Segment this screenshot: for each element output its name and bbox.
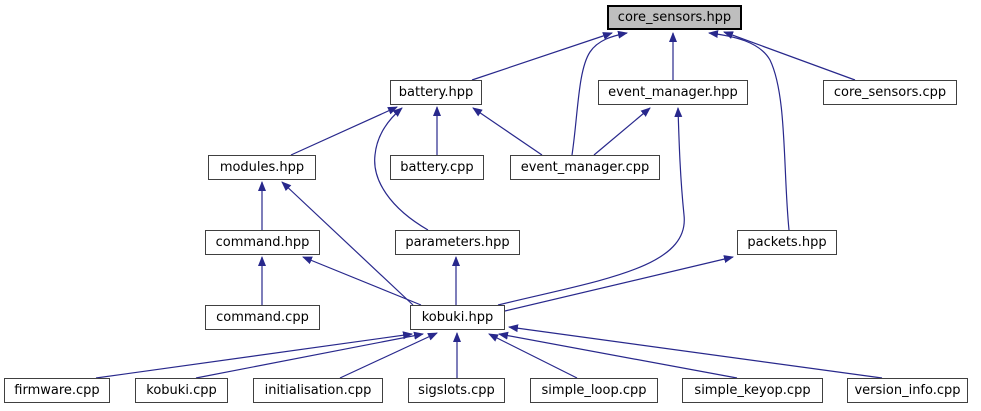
node-modules-hpp[interactable]: modules.hpp — [208, 155, 316, 180]
edge-packets-hpp-to-core-sensors-hpp — [708, 30, 790, 231]
edge-event-manager-cpp-to-core-sensors-hpp — [571, 30, 628, 156]
edge-event-manager-cpp-to-event-manager-hpp — [593, 107, 651, 156]
node-command-cpp[interactable]: command.cpp — [205, 305, 320, 330]
node-event-manager-hpp[interactable]: event_manager.hpp — [598, 80, 748, 105]
node-label: event_manager.hpp — [608, 85, 738, 100]
node-initialisation-cpp[interactable]: initialisation.cpp — [253, 378, 383, 403]
edge-parameters-hpp-to-battery-hpp — [374, 107, 429, 231]
node-label: kobuki.cpp — [146, 383, 217, 398]
node-label: sigslots.cpp — [418, 383, 495, 398]
node-label: simple_keyop.cpp — [694, 383, 811, 398]
node-label: version_info.cpp — [854, 383, 961, 398]
node-command-hpp[interactable]: command.hpp — [205, 230, 320, 255]
node-label: core_sensors.hpp — [617, 10, 732, 25]
edge-version-info-cpp-to-kobuki-hpp — [508, 324, 883, 379]
edge-simple-loop-cpp-to-kobuki-hpp — [488, 333, 578, 379]
node-firmware-cpp[interactable]: firmware.cpp — [4, 378, 110, 403]
node-core-sensors-hpp[interactable]: core_sensors.hpp — [607, 5, 742, 30]
edge-initialisation-cpp-to-kobuki-hpp — [339, 332, 438, 379]
node-label: command.cpp — [216, 310, 309, 325]
node-battery-cpp[interactable]: battery.cpp — [390, 155, 484, 180]
node-kobuki-cpp[interactable]: kobuki.cpp — [135, 378, 228, 403]
node-label: parameters.hpp — [405, 235, 510, 250]
node-parameters-hpp[interactable]: parameters.hpp — [395, 230, 520, 255]
node-label: firmware.cpp — [14, 383, 100, 398]
edge-modules-hpp-to-battery-hpp — [290, 106, 398, 156]
node-label: core_sensors.cpp — [833, 85, 947, 100]
node-label: initialisation.cpp — [264, 383, 372, 398]
edge-kobuki-hpp-to-modules-hpp — [281, 181, 414, 306]
edge-firmware-cpp-to-kobuki-hpp — [95, 331, 413, 379]
node-core-sensors-cpp[interactable]: core_sensors.cpp — [823, 80, 957, 105]
node-label: event_manager.cpp — [520, 160, 650, 175]
node-simple-keyop-cpp[interactable]: simple_keyop.cpp — [682, 378, 823, 403]
edge-simple-keyop-cpp-to-kobuki-hpp — [498, 331, 738, 379]
edge-kobuki-hpp-to-event-manager-hpp — [497, 107, 685, 306]
node-battery-hpp[interactable]: battery.hpp — [390, 80, 482, 105]
edge-kobuki-cpp-to-kobuki-hpp — [195, 331, 424, 379]
edge-event-manager-cpp-to-battery-hpp — [472, 107, 543, 156]
node-label: modules.hpp — [219, 160, 305, 175]
node-label: packets.hpp — [747, 235, 827, 250]
node-label: battery.hpp — [398, 85, 474, 100]
node-kobuki-hpp[interactable]: kobuki.hpp — [410, 305, 505, 330]
node-event-manager-cpp[interactable]: event_manager.cpp — [510, 155, 660, 180]
edge-core-sensors-cpp-to-core-sensors-hpp — [723, 31, 856, 81]
node-simple-loop-cpp[interactable]: simple_loop.cpp — [530, 378, 658, 403]
edge-kobuki-hpp-to-command-hpp — [302, 256, 422, 306]
node-sigslots-cpp[interactable]: sigslots.cpp — [408, 378, 505, 403]
edge-kobuki-hpp-to-packets-hpp — [504, 255, 734, 312]
node-packets-hpp[interactable]: packets.hpp — [737, 230, 837, 255]
node-label: battery.cpp — [400, 160, 474, 175]
edge-battery-hpp-to-core-sensors-hpp — [471, 32, 613, 81]
node-version-info-cpp[interactable]: version_info.cpp — [847, 378, 968, 403]
node-label: command.hpp — [215, 235, 310, 250]
node-label: simple_loop.cpp — [541, 383, 647, 398]
node-label: kobuki.hpp — [421, 310, 494, 325]
